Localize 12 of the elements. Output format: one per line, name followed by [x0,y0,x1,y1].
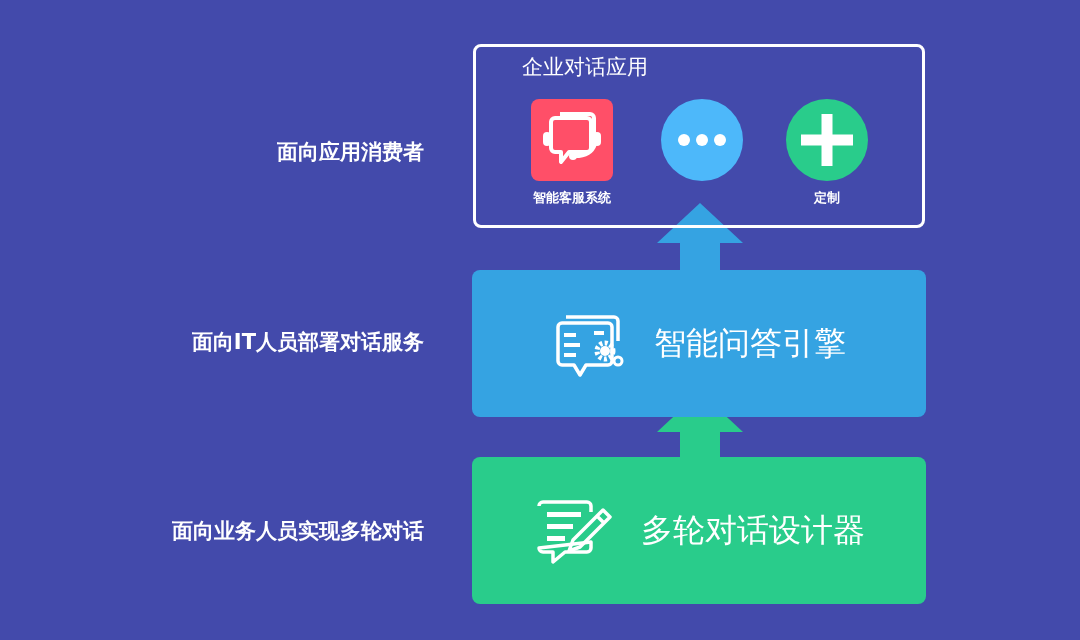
box-title: 多轮对话设计器 [641,509,865,551]
block-arrow [657,203,743,270]
box-title: 智能问答引擎 [654,322,846,364]
group-frame [473,44,925,228]
audience-label: 面向IT人员部署对话服务 [191,329,424,356]
group-title: 企业对话应用 [522,54,648,81]
app-label: 智能客服系统 [533,189,611,207]
process-box [472,270,926,417]
app-label: 定制 [814,189,840,207]
audience-label: 面向应用消费者 [277,139,424,166]
process-box [472,457,926,604]
audience-label: 面向业务人员实现多轮对话 [172,518,424,545]
